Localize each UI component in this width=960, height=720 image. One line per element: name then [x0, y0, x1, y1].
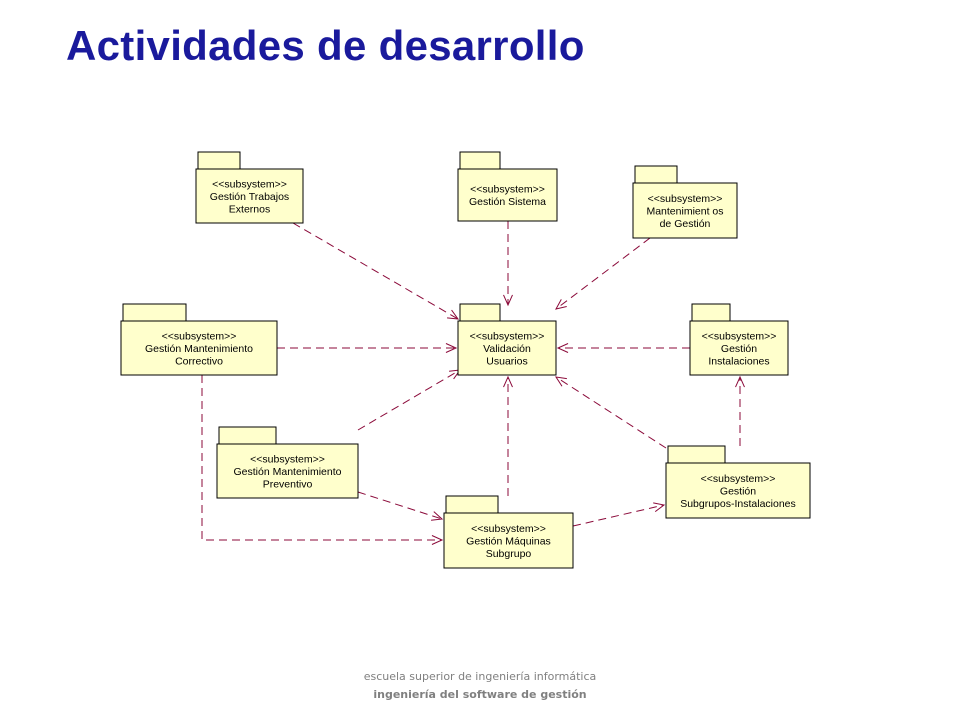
- package-name-line: Subgrupos-Instalaciones: [680, 498, 796, 510]
- arrowhead: [555, 299, 567, 310]
- dependency-gestion-trabajos-externos-to-validacion-usuarios: [292, 222, 460, 320]
- package-name-line: de Gestión: [660, 218, 711, 230]
- package-stereotype: <<subsystem>>: [471, 523, 546, 535]
- arrowhead: [447, 309, 460, 320]
- dependency-line: [201, 375, 442, 541]
- package-tab: [122, 303, 187, 322]
- package-body: [195, 168, 304, 224]
- package-name-line: Preventivo: [263, 478, 313, 490]
- dependency-line: [357, 369, 461, 431]
- package-tab: [634, 165, 678, 184]
- package-body: [120, 320, 278, 376]
- dependency-gestion-instalaciones-to-validacion-usuarios: [556, 343, 690, 353]
- package-name-line: Gestión: [721, 343, 757, 355]
- package-name-line: Validación: [483, 343, 531, 355]
- package-name-line: Subgrupo: [486, 548, 532, 560]
- package-body: [689, 320, 789, 376]
- package-name-line: Gestión Máquinas: [466, 535, 551, 547]
- package-body: [457, 320, 557, 376]
- package-name-line: Gestión Trabajos: [210, 191, 289, 203]
- package-tab: [459, 151, 501, 170]
- package-gestion-sistema: <<subsystem>>Gestión Sistema: [457, 151, 558, 222]
- dependency-gestion-maquinas-subgrupo-to-gestion-subgrupos-instalaciones: [572, 502, 666, 527]
- package-tab: [459, 303, 501, 322]
- package-name-line: Usuarios: [486, 355, 527, 367]
- arrowhead: [503, 294, 513, 307]
- dependency-gestion-mantenimiento-correctivo-to-validacion-usuarios: [277, 343, 458, 353]
- package-name-line: Instalaciones: [708, 355, 769, 367]
- dependency-line: [555, 237, 651, 310]
- package-body: [665, 462, 811, 519]
- package-tab: [691, 303, 731, 322]
- package-stereotype: <<subsystem>>: [162, 330, 237, 342]
- arrowhead: [653, 502, 666, 513]
- package-name-line: Gestión Mantenimiento: [145, 343, 253, 355]
- slide-title: Actividades de desarrollo: [66, 22, 585, 69]
- package-stereotype: <<subsystem>>: [648, 193, 723, 205]
- package-tab: [445, 495, 499, 514]
- dependency-line: [357, 491, 443, 520]
- arrowhead: [735, 375, 745, 388]
- dependency-line: [572, 504, 665, 527]
- package-name-line: Correctivo: [175, 355, 223, 367]
- package-stereotype: <<subsystem>>: [702, 330, 777, 342]
- package-body: [216, 443, 359, 499]
- package-tab: [218, 426, 277, 445]
- package-body: [443, 512, 574, 569]
- package-stereotype: <<subsystem>>: [250, 453, 325, 465]
- package-stereotype: <<subsystem>>: [212, 178, 287, 190]
- dependency-mantenimientos-gestion-to-validacion-usuarios: [555, 237, 651, 310]
- dependency-gestion-sistema-to-validacion-usuarios: [503, 221, 513, 307]
- package-name-line: Gestión Mantenimiento: [234, 466, 342, 478]
- arrowhead: [445, 343, 458, 353]
- package-name-line: Mantenimient os: [646, 205, 723, 217]
- package-stereotype: <<subsystem>>: [470, 184, 545, 196]
- package-body: [632, 182, 738, 239]
- footer-school: escuela superior de ingeniería informáti…: [363, 670, 597, 683]
- package-stereotype: <<subsystem>>: [470, 330, 545, 342]
- package-gestion-mantenimiento-preventivo: <<subsystem>>Gestión MantenimientoPreven…: [216, 426, 359, 499]
- arrowhead: [503, 375, 513, 388]
- arrowhead: [556, 343, 569, 353]
- arrowhead: [554, 376, 567, 387]
- package-body: [457, 168, 558, 222]
- dependency-gestion-subgrupos-instalaciones-to-gestion-instalaciones: [735, 375, 745, 446]
- package-nodes: <<subsystem>>Gestión TrabajosExternos<<s…: [120, 151, 811, 569]
- package-tab: [667, 445, 726, 464]
- dependency-gestion-mantenimiento-preventivo-to-gestion-maquinas-subgrupo: [357, 491, 444, 521]
- footer-course: ingeniería del software de gestión: [373, 688, 587, 701]
- dependency-gestion-mantenimiento-correctivo-to-gestion-maquinas-subgrupo: [201, 375, 444, 545]
- footer: escuela superior de ingeniería informáti…: [0, 668, 960, 704]
- package-tab: [197, 151, 241, 170]
- arrowhead: [431, 535, 444, 545]
- dependency-gestion-subgrupos-instalaciones-to-validacion-usuarios: [554, 376, 667, 449]
- dependency-gestion-mantenimiento-preventivo-to-validacion-usuarios: [357, 369, 462, 431]
- package-name-line: Gestión Sistema: [469, 196, 546, 208]
- dependency-line: [555, 376, 667, 449]
- arrowhead: [431, 511, 444, 521]
- package-stereotype: <<subsystem>>: [701, 473, 776, 485]
- dependency-gestion-maquinas-subgrupo-to-validacion-usuarios: [503, 375, 513, 496]
- package-gestion-subgrupos-instalaciones: <<subsystem>>GestiónSubgrupos-Instalacio…: [665, 445, 811, 519]
- package-gestion-mantenimiento-correctivo: <<subsystem>>Gestión MantenimientoCorrec…: [120, 303, 278, 376]
- package-name-line: Gestión: [720, 485, 756, 497]
- dependency-line: [292, 222, 459, 320]
- package-name-line: Externos: [229, 203, 270, 215]
